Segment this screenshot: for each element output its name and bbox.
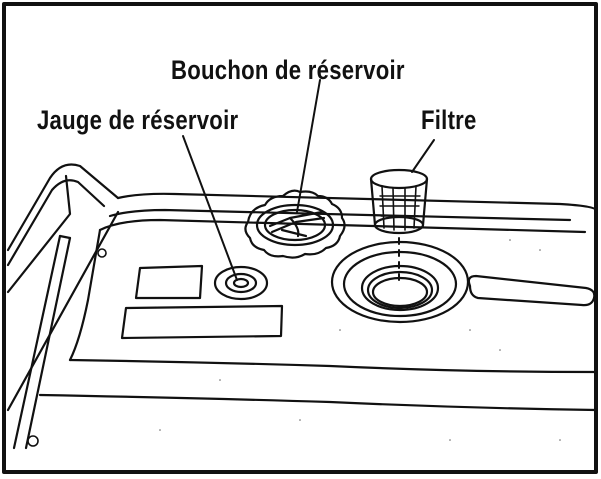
fuel-cap-icon [244,189,346,259]
figure-border [2,2,598,474]
leader-line-fuel-cap [296,79,321,213]
leader-line-fuel-gauge [182,135,238,281]
bolt-icon [27,435,39,447]
frame-tube [6,163,120,450]
fuel-gauge-icon [213,265,269,301]
bolt-icon [97,248,107,258]
filter-basket-icon [369,168,429,235]
tank-slot [467,274,596,307]
tank-body [38,192,598,412]
recess-panel [134,264,204,300]
recess-panel [120,304,284,340]
label-filter: Filtre [421,105,477,135]
label-fuel-cap: Bouchon de réservoir [171,55,405,85]
label-fuel-gauge: Jauge de réservoir [37,105,239,135]
leader-line-filter [411,139,435,173]
